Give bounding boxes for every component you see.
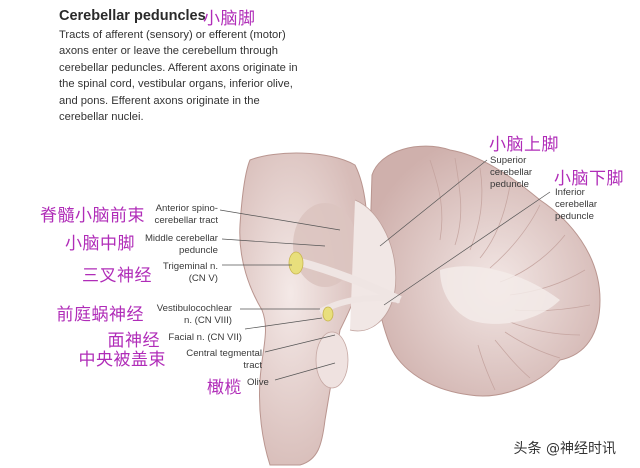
label-cn-middle-cerebellar-peduncle: 小脑中脚	[65, 234, 135, 254]
label-olive: Olive	[247, 377, 269, 388]
label-cn-inferior-cerebellar-peduncle: 小脑下脚	[554, 169, 624, 189]
label-cn-vestibulocochlear-nerve: 前庭蜗神经	[56, 305, 144, 325]
label-cn-facial-nerve: 面神经	[107, 331, 160, 351]
label-cn-anterior-spinocerebellar-tract: 脊髓小脑前束	[40, 206, 145, 226]
label-cn-olive: 橄榄	[207, 378, 242, 398]
label-cn-trigeminal-nerve: 三叉神经	[82, 266, 152, 286]
label-vestibulocochlear-nerve: Vestibulocochlear n. (CN VIII)	[156, 303, 232, 326]
label-facial-nerve: Facial n. (CN VII)	[168, 332, 242, 343]
label-anterior-spinocerebellar-tract: Anterior spino- cerebellar tract	[154, 203, 218, 226]
label-cn-central-tegmental-tract: 中央被盖束	[78, 350, 166, 370]
label-superior-cerebellar-peduncle: Superior cerebellar peduncle	[490, 155, 533, 190]
section-title-chinese: 小脑脚	[203, 9, 256, 29]
section-title: Cerebellar peduncles	[59, 8, 206, 24]
label-inferior-cerebellar-peduncle: Inferior cerebellar peduncle	[555, 187, 598, 222]
label-cn-superior-cerebellar-peduncle: 小脑上脚	[489, 135, 559, 155]
label-trigeminal-nerve: Trigeminal n. (CN V)	[162, 261, 218, 284]
label-middle-cerebellar-peduncle: Middle cerebellar peduncle	[144, 233, 218, 256]
section-description: Tracts of afferent (sensory) or efferent…	[59, 29, 298, 124]
label-central-tegmental-tract: Central tegmental tract	[186, 348, 262, 371]
watermark: 头条 @神经时讯	[513, 441, 616, 457]
